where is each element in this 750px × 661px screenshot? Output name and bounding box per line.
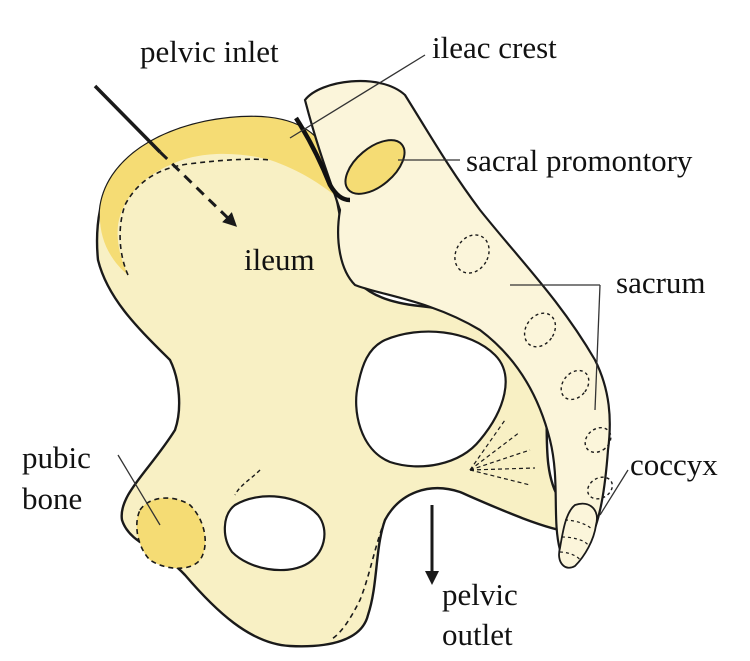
label-sacral-promontory: sacral promontory [466, 143, 693, 178]
label-bone: bone [22, 481, 82, 516]
obturator-foramen [355, 330, 507, 468]
lower-foramen [223, 495, 326, 572]
label-pubic: pubic [22, 440, 91, 475]
label-pelvic-inlet: pelvic inlet [140, 34, 279, 69]
leader-lines [117, 54, 629, 526]
label-ileac-crest: ileac crest [432, 30, 557, 65]
iliac-crest-band [99, 116, 338, 275]
label-outlet: outlet [442, 617, 513, 652]
sacral-promontory-shape [344, 139, 406, 195]
crest-inner-dashed [119, 158, 271, 276]
coccyx-shape [558, 502, 598, 569]
label-pelvic: pelvic [442, 577, 518, 612]
label-coccyx: coccyx [630, 447, 718, 482]
ligament-fan [469, 419, 536, 486]
sacral-segments [454, 234, 614, 500]
outlet-dashed [329, 519, 386, 641]
sacroiliac-joint [294, 116, 351, 203]
inlet-arrow-solid [93, 84, 162, 154]
ischium-dashed [234, 469, 261, 496]
label-ileum: ileum [244, 242, 315, 277]
label-sacrum: sacrum [616, 265, 706, 300]
